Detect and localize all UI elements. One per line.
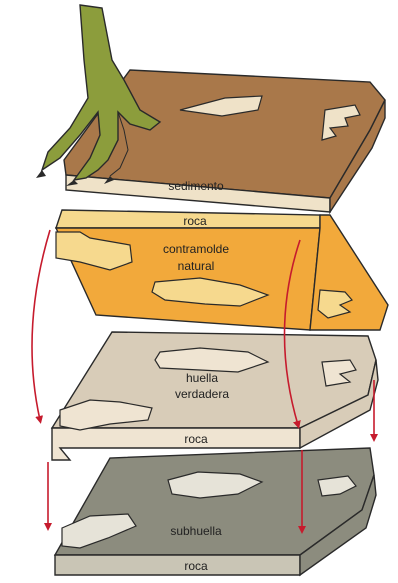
arrow-cast-to-true [32, 230, 50, 420]
undertrack-layer: subhuella roca [55, 448, 376, 575]
cast-label-line1: contramolde [163, 242, 229, 256]
undertrack-label: subhuella [170, 524, 222, 538]
true-track-layer: huella verdadera roca [52, 332, 378, 460]
undertrack-rock-label: roca [184, 559, 208, 573]
natural-cast-layer: roca contramolde natural [56, 210, 388, 330]
cast-top-label: roca [183, 214, 207, 228]
true-track-label-line1: huella [186, 371, 218, 385]
true-track-rock-label: roca [184, 432, 208, 446]
sediment-label: sedimento [168, 179, 224, 193]
true-track-label-line2: verdadera [175, 387, 229, 401]
cast-label-line2: natural [178, 259, 215, 273]
